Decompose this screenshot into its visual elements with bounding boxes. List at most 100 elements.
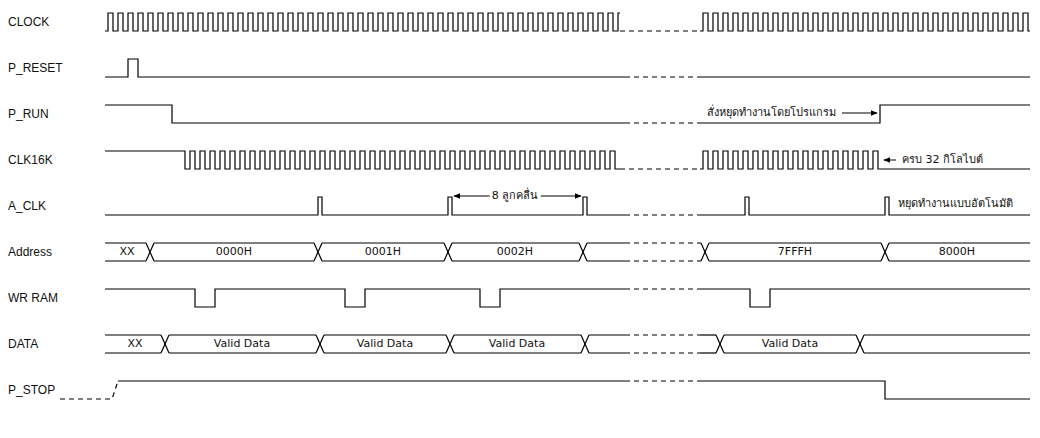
bus-trace xyxy=(864,352,1030,353)
bus-trace xyxy=(589,352,625,353)
bus-trace xyxy=(324,352,446,353)
bus-value: Valid Data xyxy=(489,337,545,350)
bus-trace xyxy=(709,260,881,261)
bus-trace xyxy=(700,242,701,243)
bus-crossing xyxy=(444,243,452,261)
bus-crossing xyxy=(314,243,322,261)
bus-trace xyxy=(322,260,444,261)
bus-trace xyxy=(700,260,701,261)
signal-trace xyxy=(700,289,1030,307)
bus-trace xyxy=(454,352,581,353)
bus-crossing xyxy=(881,243,889,261)
bus-trace xyxy=(154,242,314,243)
bus-trace xyxy=(889,260,1030,261)
annotation: 8 ลูกคลื่น xyxy=(490,189,541,202)
bus-trace xyxy=(154,260,314,261)
bus-value: 0002H xyxy=(497,245,533,258)
signal-name: WR RAM xyxy=(8,291,58,305)
bus-crossing xyxy=(716,335,724,353)
bus-value: 0001H xyxy=(365,245,401,258)
signal-trace xyxy=(625,288,700,289)
bus-trace xyxy=(454,334,581,335)
bus-trace xyxy=(324,334,446,335)
signal-trace xyxy=(620,168,700,169)
bus-trace xyxy=(625,260,700,261)
annotation: หยุดทำงานแบบอัตโนมัติ xyxy=(896,197,1015,210)
bus-trace xyxy=(625,334,700,335)
signal-trace xyxy=(700,151,1030,169)
bus-crossing xyxy=(316,335,324,353)
annotation: ครบ 32 กิโลไบต์ xyxy=(900,153,985,166)
bus-trace xyxy=(700,334,716,335)
signal-trace xyxy=(105,105,625,123)
bus-crossing xyxy=(146,243,154,261)
bus-trace xyxy=(452,260,579,261)
signal-name: DATA xyxy=(8,337,38,351)
bus-value: Valid Data xyxy=(762,337,818,350)
signal-name: CLK16K xyxy=(8,153,53,167)
signal-trace xyxy=(105,13,620,31)
bus-trace xyxy=(105,352,161,353)
signal-trace xyxy=(700,76,1030,77)
bus-trace xyxy=(105,334,161,335)
signal-trace xyxy=(105,151,620,169)
signal-trace xyxy=(118,380,625,381)
signal-trace xyxy=(625,214,700,215)
signal-name: CLOCK xyxy=(8,15,49,29)
signal-trace xyxy=(700,13,1030,31)
bus-value: 7FFFH xyxy=(778,245,812,258)
leader-arrow xyxy=(884,160,896,161)
bus-crossing xyxy=(701,243,709,261)
bus-trace xyxy=(889,242,1030,243)
bus-crossing xyxy=(856,335,864,353)
bus-crossing xyxy=(446,335,454,353)
signal-trace xyxy=(625,76,700,77)
bus-crossing xyxy=(446,335,454,353)
signal-trace xyxy=(700,197,1030,215)
bus-trace xyxy=(105,260,146,261)
annotation: สั่งหยุดทำงานโดยโปรแกรม xyxy=(705,106,838,119)
bus-trace xyxy=(452,242,579,243)
bus-crossing xyxy=(581,335,589,353)
bus-trace xyxy=(625,352,700,353)
bus-trace xyxy=(322,242,444,243)
signal-name: P_RESET xyxy=(8,61,63,75)
bus-trace xyxy=(864,334,1030,335)
bus-crossing xyxy=(581,335,589,353)
bus-trace xyxy=(589,334,625,335)
bus-trace xyxy=(105,242,146,243)
bus-trace xyxy=(625,242,700,243)
signal-trace xyxy=(625,380,700,381)
bus-crossing xyxy=(701,243,709,261)
signal-trace xyxy=(620,30,700,31)
bus-crossing xyxy=(579,243,587,261)
bus-crossing xyxy=(146,243,154,261)
signal-trace xyxy=(105,59,625,77)
bus-value: XX xyxy=(119,245,134,258)
bus-trace xyxy=(587,242,625,243)
bus-trace xyxy=(724,334,856,335)
signal-name: Address xyxy=(8,245,52,259)
signal-name: A_CLK xyxy=(8,199,46,213)
bus-crossing xyxy=(161,335,169,353)
signal-trace xyxy=(625,122,700,123)
bus-value: Valid Data xyxy=(357,337,413,350)
leader-arrow xyxy=(842,113,877,114)
bus-crossing xyxy=(856,335,864,353)
bus-crossing xyxy=(579,243,587,261)
bus-value: XX xyxy=(127,337,142,350)
bus-crossing xyxy=(716,335,724,353)
signal-trace xyxy=(105,289,625,307)
bus-trace xyxy=(724,352,856,353)
bus-crossing xyxy=(316,335,324,353)
signal-trace xyxy=(700,381,1030,399)
bus-trace xyxy=(700,352,716,353)
bus-trace xyxy=(169,334,316,335)
bus-trace xyxy=(709,242,881,243)
bus-crossing xyxy=(881,243,889,261)
signal-trace xyxy=(60,381,118,399)
signal-name: P_RUN xyxy=(8,107,49,121)
